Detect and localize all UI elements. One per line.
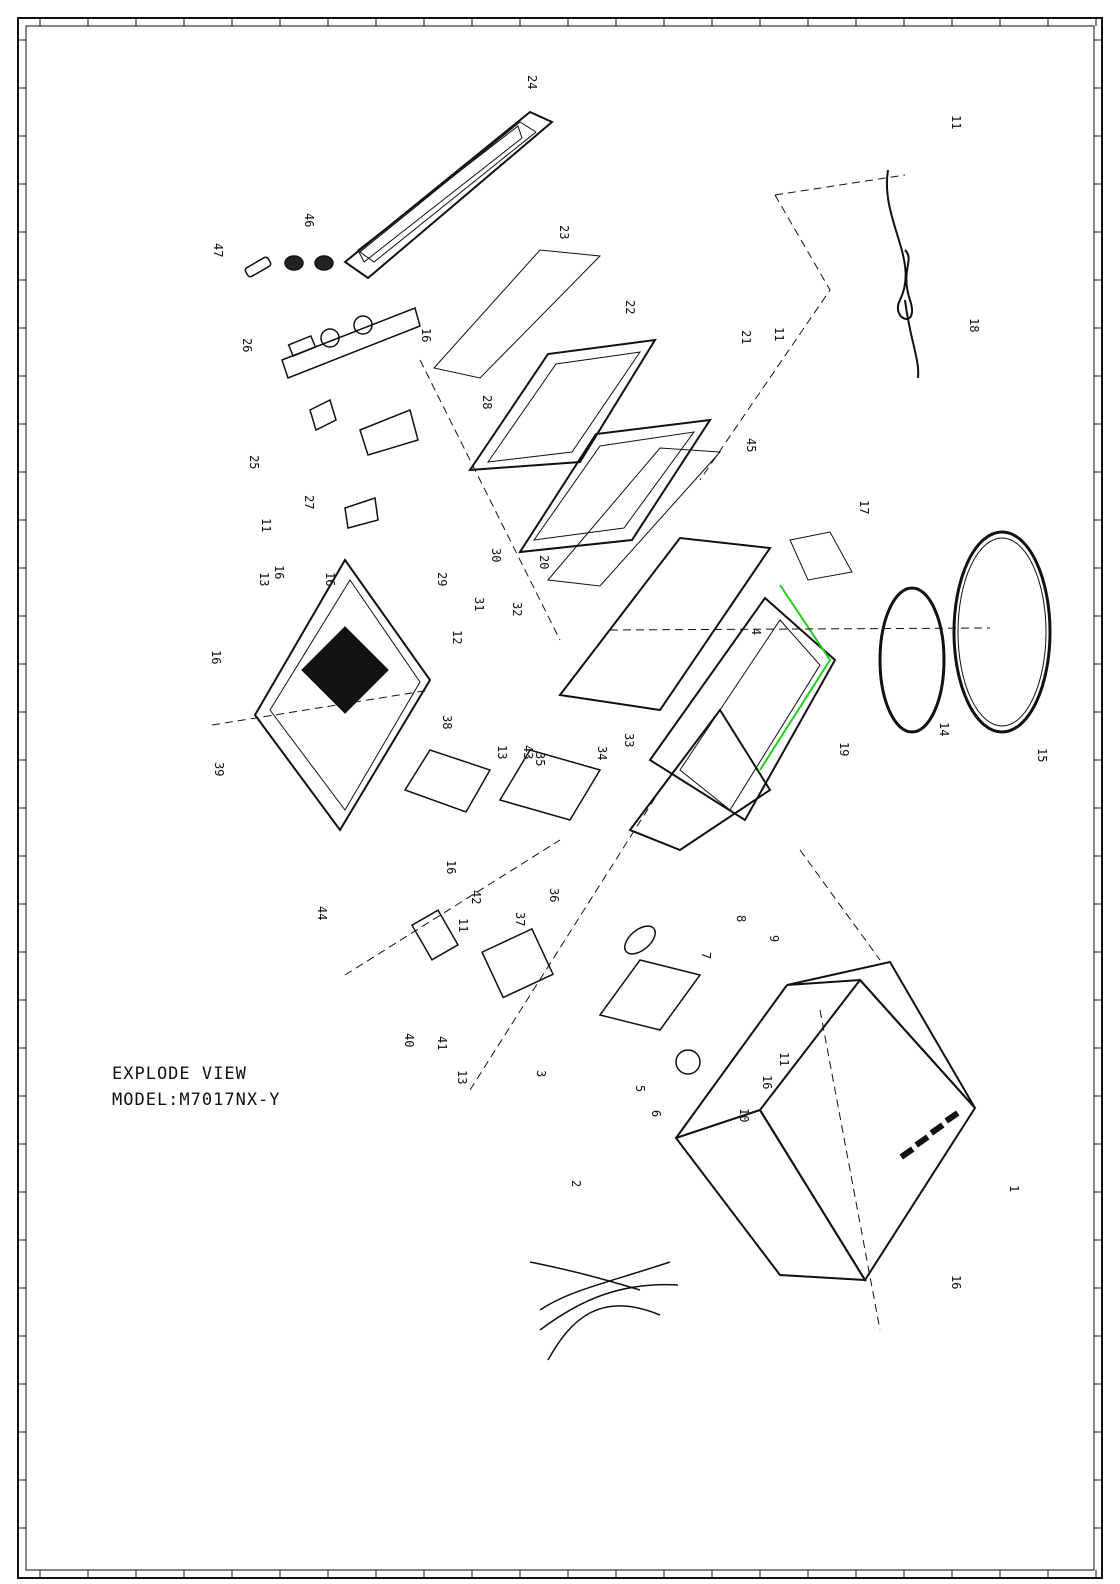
- callout-label: 10: [737, 1108, 751, 1122]
- callout-label: 21: [739, 330, 753, 344]
- drawing-title: EXPLODE VIEW: [112, 1064, 247, 1084]
- callout-label: 25: [247, 455, 261, 469]
- wire-harness: [530, 1262, 678, 1360]
- callout-label: 32: [510, 602, 524, 616]
- callout-label: 20: [537, 555, 551, 569]
- callout-label: 16: [760, 1075, 774, 1089]
- callout-label: 16: [209, 650, 223, 664]
- callout-label: 4: [749, 628, 763, 635]
- callout-label: 5: [633, 1085, 647, 1092]
- callout-label: 16: [444, 860, 458, 874]
- callout-label: 18: [967, 318, 981, 332]
- callout-label: 14: [937, 722, 951, 736]
- callout-label: 1: [1007, 1185, 1021, 1192]
- brackets: [310, 400, 418, 528]
- callout-label: 31: [472, 597, 486, 611]
- door-frames: [470, 340, 710, 552]
- callout-label: 16: [949, 1275, 963, 1289]
- glass-panels: [434, 250, 852, 586]
- vent-slots: [900, 1111, 960, 1160]
- callout-label: 13: [257, 572, 271, 586]
- callout-label: 15: [1035, 748, 1049, 762]
- model-number: MODEL:M7017NX-Y: [112, 1090, 281, 1110]
- callout-label: 9: [767, 935, 781, 942]
- callout-label: 11: [456, 918, 470, 932]
- callout-label: 16: [419, 328, 433, 342]
- callout-label: 37: [513, 912, 527, 926]
- callout-label: 3: [534, 1070, 548, 1077]
- callout-label: 7: [699, 952, 713, 959]
- callout-label: 22: [623, 300, 637, 314]
- callout-label: 29: [435, 572, 449, 586]
- callout-label: 44: [315, 906, 329, 920]
- callout-label: 45: [744, 438, 758, 452]
- callout-label: 39: [212, 762, 226, 776]
- highlight-edge: [760, 585, 830, 770]
- callout-label: 28: [480, 395, 494, 409]
- callout-label: 19: [837, 742, 851, 756]
- callout-label: 40: [402, 1033, 416, 1047]
- callout-label: 13: [455, 1070, 469, 1084]
- callout-label: 6: [649, 1110, 663, 1117]
- turntable: [880, 532, 1050, 732]
- callout-label: 11: [772, 327, 786, 341]
- callout-label: 11: [949, 115, 963, 129]
- power-cord: [887, 170, 918, 378]
- callout-label: 30: [489, 548, 503, 562]
- callout-label: 43: [521, 745, 535, 759]
- callout-label: 34: [595, 746, 609, 760]
- callout-label: 11: [259, 518, 273, 532]
- components: [405, 750, 700, 1074]
- callout-label: 13: [495, 745, 509, 759]
- callout-label: 36: [547, 888, 561, 902]
- callout-label: 41: [435, 1036, 449, 1050]
- callout-label: 46: [302, 213, 316, 227]
- callout-label: 2: [569, 1180, 583, 1187]
- callout-label: 26: [240, 338, 254, 352]
- callout-label: 8: [734, 915, 748, 922]
- back-plate: [255, 560, 430, 830]
- callout-label: 16: [272, 565, 286, 579]
- outer-housing: [676, 962, 975, 1280]
- callout-label: 27: [302, 495, 316, 509]
- callout-label: 33: [622, 733, 636, 747]
- callout-label: 23: [557, 225, 571, 239]
- callout-label: 24: [525, 75, 539, 89]
- callout-label: 42: [469, 890, 483, 904]
- callout-label: 17: [857, 500, 871, 514]
- callout-label: 12: [450, 630, 464, 644]
- top-cover: [345, 112, 552, 278]
- callout-label: 38: [440, 715, 454, 729]
- callout-label: 16: [323, 572, 337, 586]
- callout-label: 47: [211, 243, 225, 257]
- callout-label: 11: [777, 1052, 791, 1066]
- control-panel: [244, 256, 420, 378]
